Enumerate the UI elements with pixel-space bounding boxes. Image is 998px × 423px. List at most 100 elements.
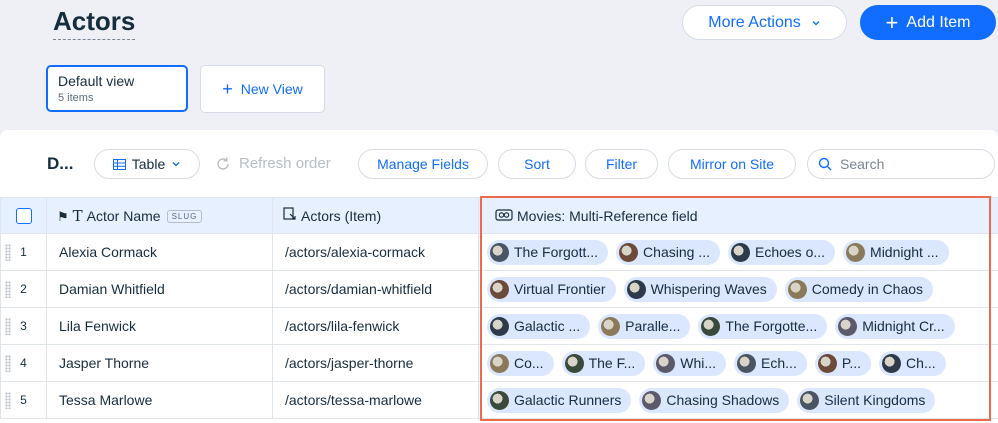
- column-header-movies[interactable]: Movies: Multi-Reference field: [478, 197, 998, 234]
- movie-chip-list: Galactic Runners Chasing Shadows Silent Ki…: [480, 387, 998, 413]
- movie-chip[interactable]: The Forgotte...: [698, 313, 828, 339]
- page-link-icon: [283, 207, 296, 220]
- mirror-on-site-button[interactable]: Mirror on Site: [668, 149, 796, 179]
- movies-cell[interactable]: The Forgott... Chasing ... Echoes o... Midn…: [478, 233, 998, 271]
- table-icon: [112, 158, 126, 170]
- actors-item-label: Actors (Item): [301, 208, 382, 224]
- movie-thumbnail-icon: [490, 353, 509, 373]
- movie-chip-label: P...: [841, 355, 862, 371]
- movie-chip-label: Chasing Shadows: [666, 392, 780, 408]
- movie-chip[interactable]: Virtual Frontier: [487, 276, 616, 302]
- table-row[interactable]: 2 Damian Whitfield/actors/damian-whitfiel…: [0, 270, 998, 308]
- actor-name-cell[interactable]: Jasper Thorne: [46, 344, 273, 382]
- movie-chip-label: Midnight Cr...: [862, 318, 945, 334]
- movie-chip[interactable]: Ech...: [734, 350, 807, 376]
- add-item-button[interactable]: + Add Item: [860, 5, 996, 40]
- mirror-on-site-label: Mirror on Site: [689, 156, 775, 172]
- actor-url-cell[interactable]: /actors/lila-fenwick: [272, 307, 479, 345]
- movie-chip[interactable]: Galactic Runners: [487, 387, 632, 413]
- movie-chip-label: Echoes o...: [754, 244, 826, 260]
- view-name: Default view: [58, 73, 135, 89]
- movies-cell[interactable]: Galactic ... Paralle... The Forgotte... Mid…: [478, 307, 998, 345]
- movie-chip[interactable]: Chasing Shadows: [639, 387, 790, 413]
- actor-name-cell[interactable]: Lila Fenwick: [46, 307, 273, 345]
- refresh-order-button[interactable]: Refresh order: [215, 155, 331, 172]
- actor-url-cell[interactable]: /actors/alexia-cormack: [272, 233, 479, 271]
- movie-chip[interactable]: The F...: [561, 350, 646, 376]
- movie-chip[interactable]: Ch...: [879, 350, 946, 376]
- movie-chip-label: Co...: [514, 355, 544, 371]
- movie-thumbnail-icon: [737, 353, 757, 373]
- filter-label: Filter: [605, 156, 638, 172]
- movie-chip-list: Galactic ... Paralle... The Forgotte... Mid…: [480, 313, 998, 339]
- drag-handle-icon[interactable]: [5, 392, 11, 409]
- movies-cell[interactable]: Galactic Runners Chasing Shadows Silent Ki…: [478, 381, 998, 419]
- movie-chip-label: Midnight ...: [870, 244, 939, 260]
- movie-thumbnail-icon: [642, 390, 662, 410]
- select-all-checkbox[interactable]: [15, 207, 32, 224]
- view-tab-default[interactable]: Default view 5 items: [46, 65, 188, 112]
- movie-chip[interactable]: Midnight ...: [843, 239, 949, 265]
- movie-thumbnail-icon: [846, 242, 866, 262]
- search-input[interactable]: Search: [807, 149, 995, 179]
- drag-handle-icon[interactable]: [5, 355, 11, 372]
- movie-chip[interactable]: Midnight Cr...: [835, 313, 955, 339]
- movie-chip[interactable]: Whi...: [653, 350, 727, 376]
- movie-chip[interactable]: Echoes o...: [727, 239, 836, 265]
- movie-thumbnail-icon: [838, 316, 858, 336]
- sort-button[interactable]: Sort: [498, 149, 576, 179]
- movie-chip[interactable]: Silent Kingdoms: [797, 387, 936, 413]
- movies-cell[interactable]: Virtual Frontier Whispering Waves Comedy i…: [478, 270, 998, 308]
- more-actions-button[interactable]: More Actions: [682, 5, 847, 40]
- movie-chip[interactable]: Paralle...: [598, 313, 691, 339]
- movies-cell[interactable]: Co... The F... Whi... Ech... P... Ch...: [478, 344, 998, 382]
- manage-fields-label: Manage Fields: [377, 156, 469, 172]
- drag-handle-icon[interactable]: [5, 244, 11, 261]
- movie-chip-label: Paralle...: [625, 318, 681, 334]
- movie-thumbnail-icon: [619, 242, 639, 262]
- row-number-cell: 5: [0, 381, 47, 419]
- movie-chip-label: Whi...: [680, 355, 717, 371]
- movie-chip[interactable]: Co...: [487, 350, 554, 376]
- movie-chip[interactable]: P...: [814, 350, 872, 376]
- add-item-label: Add Item: [906, 13, 971, 31]
- actor-name-cell[interactable]: Alexia Cormack: [46, 233, 273, 271]
- actor-url-cell[interactable]: /actors/jasper-thorne: [272, 344, 479, 382]
- movie-chip-label: Ch...: [906, 355, 936, 371]
- filter-button[interactable]: Filter: [585, 149, 658, 179]
- row-number-cell: 1: [0, 233, 47, 271]
- movie-chip[interactable]: Comedy in Chaos: [784, 276, 934, 302]
- row-number: 2: [20, 282, 27, 296]
- actor-name-cell[interactable]: Damian Whitfield: [46, 270, 273, 308]
- search-icon: [818, 157, 832, 171]
- layout-select[interactable]: Table: [94, 149, 200, 179]
- table-toolbar: D... Table Refresh order Manage Fields S…: [0, 130, 998, 198]
- movie-thumbnail-icon: [564, 353, 584, 373]
- movie-chip-list: Co... The F... Whi... Ech... P... Ch...: [480, 350, 998, 376]
- manage-fields-button[interactable]: Manage Fields: [358, 149, 488, 179]
- row-number: 3: [20, 319, 27, 333]
- table-panel: D... Table Refresh order Manage Fields S…: [0, 130, 998, 423]
- actor-url-cell[interactable]: /actors/damian-whitfield: [272, 270, 479, 308]
- movie-chip[interactable]: Galactic ...: [487, 313, 591, 339]
- search-placeholder: Search: [840, 156, 885, 172]
- page-header: Actors More Actions + Add Item Default v…: [0, 0, 998, 130]
- movie-chip[interactable]: Chasing ...: [616, 239, 720, 265]
- actor-url-cell[interactable]: /actors/tessa-marlowe: [272, 381, 479, 419]
- new-view-button[interactable]: + New View: [200, 65, 325, 113]
- movie-chip-list: Virtual Frontier Whispering Waves Comedy i…: [480, 276, 998, 302]
- drag-handle-icon[interactable]: [5, 318, 11, 335]
- more-actions-label: More Actions: [708, 13, 801, 31]
- movie-chip[interactable]: The Forgott...: [487, 239, 609, 265]
- movie-thumbnail-icon: [490, 316, 509, 336]
- movie-chip[interactable]: Whispering Waves: [623, 276, 777, 302]
- actor-name-cell[interactable]: Tessa Marlowe: [46, 381, 273, 419]
- movie-chip-label: Whispering Waves: [650, 281, 767, 297]
- column-header-actors-item[interactable]: Actors (Item): [272, 197, 479, 234]
- drag-handle-icon[interactable]: [5, 281, 11, 298]
